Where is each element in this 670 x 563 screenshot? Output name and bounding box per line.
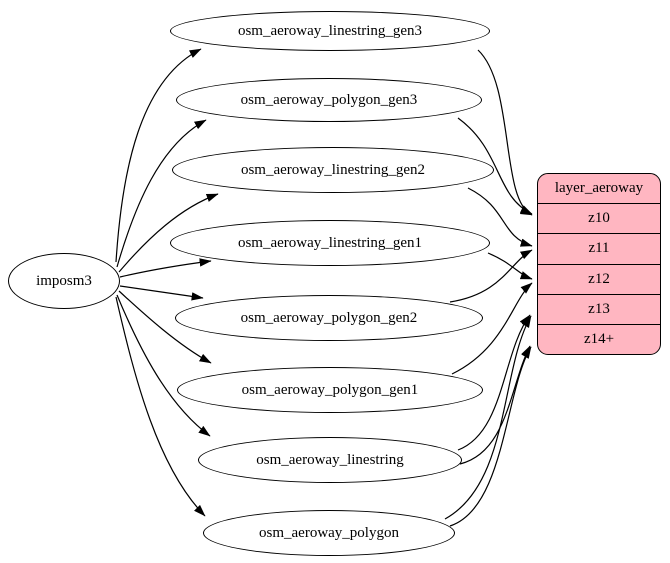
node-label: imposm3 [36, 272, 92, 289]
edge-osm_aeroway_linestring-to-z14plus [459, 345, 531, 465]
edge-imposm3-to-osm_aeroway_polygon_gen1 [118, 290, 212, 364]
edge-osm_aeroway_linestring_gen2-to-z11 [467, 187, 533, 247]
edge-imposm3-to-osm_aeroway_linestring_gen3 [115, 48, 202, 263]
layer-row-z14plus: z14+ [538, 323, 660, 354]
edge-imposm3-to-osm_aeroway_linestring [116, 294, 211, 437]
edge-osm_aeroway_linestring-to-z13 [457, 314, 531, 451]
edge-osm_aeroway_linestring_gen1-to-z12 [487, 252, 533, 280]
node-label: osm_aeroway_linestring_gen3 [237, 22, 423, 39]
edge-osm_aeroway_linestring_gen3-to-z10 [477, 49, 533, 216]
source-node-imposm3: imposm3 [8, 253, 120, 309]
table-node-osm_aeroway_polygon_gen1: osm_aeroway_polygon_gen1 [177, 367, 483, 413]
node-label: osm_aeroway_polygon_gen2 [240, 309, 418, 326]
table-node-osm_aeroway_polygon_gen3: osm_aeroway_polygon_gen3 [176, 78, 482, 122]
table-node-osm_aeroway_polygon_gen2: osm_aeroway_polygon_gen2 [175, 295, 483, 341]
layer-row-z13: z13 [538, 293, 660, 324]
layer-row-label: z12 [588, 270, 610, 287]
layer-node-title: layer_aeroway [554, 180, 644, 197]
edge-osm_aeroway_polygon_gen1-to-z12 [451, 282, 533, 375]
node-label: osm_aeroway_polygon [259, 524, 399, 541]
edge-imposm3-to-osm_aeroway_polygon_gen2 [119, 285, 204, 301]
node-label: osm_aeroway_linestring_gen2 [240, 161, 426, 178]
edge-osm_aeroway_polygon_gen2-to-z11 [449, 249, 533, 303]
layer-row-label: z11 [588, 240, 610, 257]
edge-osm_aeroway_polygon-to-z13 [444, 315, 532, 520]
node-label: osm_aeroway_polygon_gen1 [241, 381, 419, 398]
layer-node-title-row: layer_aeroway [538, 174, 660, 203]
table-node-osm_aeroway_linestring_gen1: osm_aeroway_linestring_gen1 [170, 220, 490, 266]
node-label: osm_aeroway_linestring_gen1 [237, 234, 423, 251]
table-node-osm_aeroway_polygon: osm_aeroway_polygon [203, 510, 455, 556]
layer-row-label: z10 [588, 210, 610, 227]
table-node-osm_aeroway_linestring: osm_aeroway_linestring [198, 437, 462, 483]
layer-row-label: z13 [588, 300, 610, 317]
edge-osm_aeroway_polygon_gen3-to-z10 [457, 117, 533, 215]
layer-row-z11: z11 [538, 233, 660, 263]
node-label: osm_aeroway_polygon_gen3 [240, 91, 418, 108]
table-node-osm_aeroway_linestring_gen3: osm_aeroway_linestring_gen3 [170, 11, 490, 51]
node-label: osm_aeroway_linestring [256, 451, 404, 468]
table-node-osm_aeroway_linestring_gen2: osm_aeroway_linestring_gen2 [172, 147, 494, 193]
layer-node-layer_aeroway: layer_aeroway z10 z11 z12 z13 z14+ [537, 173, 661, 355]
layer-row-z12: z12 [538, 263, 660, 294]
edge-osm_aeroway_polygon-to-z14plus [449, 346, 532, 527]
edge-imposm3-to-osm_aeroway_linestring_gen2 [118, 193, 219, 273]
edge-imposm3-to-osm_aeroway_linestring_gen1 [119, 258, 212, 278]
layer-row-z10: z10 [538, 203, 660, 233]
edge-imposm3-to-osm_aeroway_polygon_gen3 [116, 119, 207, 268]
edge-imposm3-to-osm_aeroway_polygon [115, 296, 206, 517]
layer-row-label: z14+ [583, 330, 615, 347]
